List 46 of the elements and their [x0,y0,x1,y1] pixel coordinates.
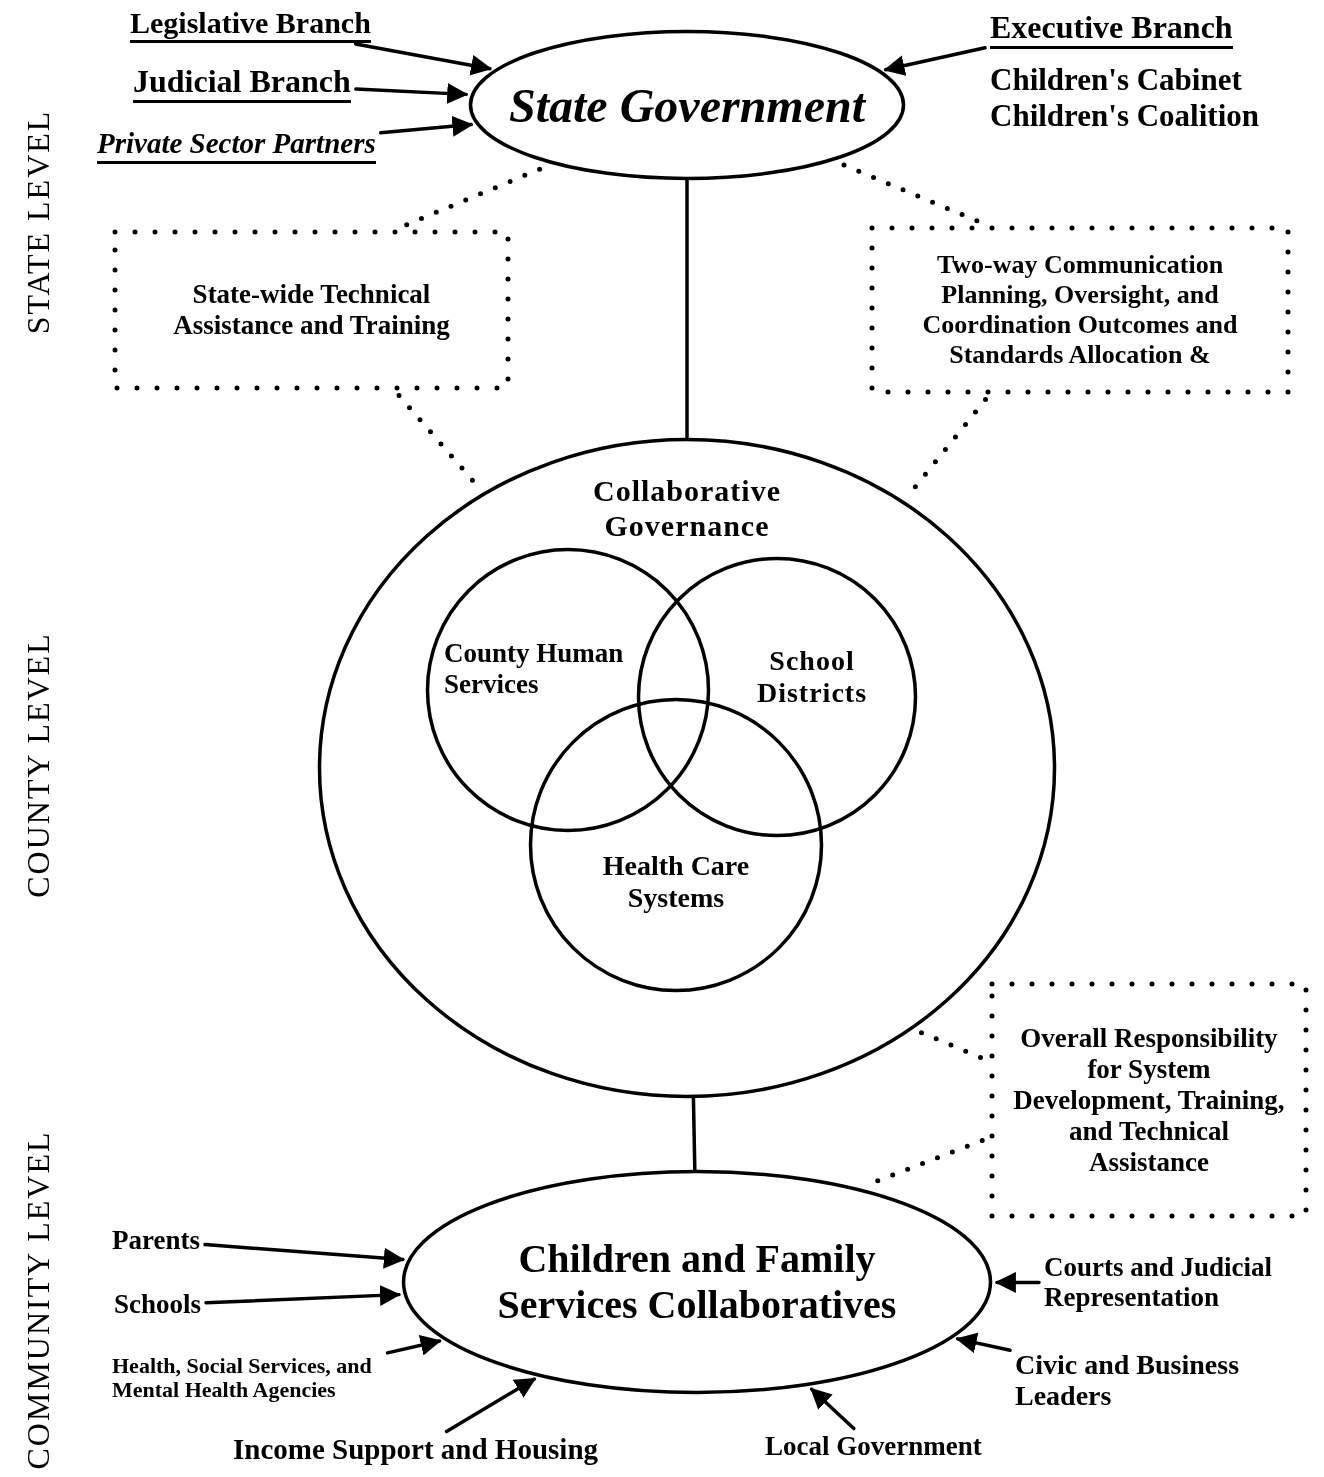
connector-line [691,1096,697,1172]
arrow [994,1271,1041,1293]
connector-line [685,178,689,440]
arrow [353,42,492,76]
stakeholder-label: Local Government [765,1432,982,1462]
ellipse-title: State Government [508,77,868,133]
box-text: Two-way Communication Planning, Oversight, and Coordination Outcomes and Standards Allocation & [921,250,1239,370]
government-ellipse [469,30,905,180]
box-text: State-wide Technical Assistance and Training [172,279,451,342]
level-label: COMMUNITY LEVEL [19,1130,57,1470]
branch-label: Executive Branch [990,10,1233,50]
level-label: STATE LEVEL [19,109,57,335]
arrow [203,1242,405,1269]
ellipse-title: Children and Family Services Collaboratives [496,1236,898,1328]
collaborative-ellipse [402,1170,992,1394]
box-text: Overall Responsibility for System Development, Training, and Technical Assistance [1012,1022,1286,1178]
arrow [354,83,469,104]
dotted-box [870,226,1290,394]
venn-circle [637,557,917,837]
stakeholder-label: Schools [114,1290,202,1320]
partner-label: Private Sector Partners [97,128,376,164]
arrow [385,1334,442,1356]
circle-label: County Human Services [444,638,625,701]
stakeholder-label: Civic and Business Leaders [1015,1350,1285,1412]
dotted-connector [918,1030,985,1061]
arrow [883,46,987,76]
level-label: COUNTY LEVEL [19,632,57,898]
cabinet-label: Children's Coalition [990,98,1259,134]
dotted-box [990,982,1308,1218]
cabinet-label: Children's Cabinet [990,62,1242,98]
venn-circle [426,548,710,832]
stakeholder-label: Health, Social Services, and Mental Health Agencies [112,1354,442,1403]
stakeholder-label: Income Support and Housing [233,1434,599,1466]
circle-label: School Districts [755,645,869,710]
arrow [444,1377,537,1434]
arrow [955,1332,1012,1354]
stakeholder-label: Courts and Judicial Representation [1044,1253,1324,1313]
dotted-box [113,230,510,390]
ellipse-title: Collaborative Governance [592,474,782,543]
stakeholder-label: Parents [112,1226,200,1256]
branch-label: Judicial Branch [133,64,351,104]
branch-label: Legislative Branch [130,6,371,43]
arrow [378,115,474,137]
circle-label: Health Care Systems [601,850,751,915]
arrow [809,1387,856,1431]
arrow [204,1284,401,1306]
